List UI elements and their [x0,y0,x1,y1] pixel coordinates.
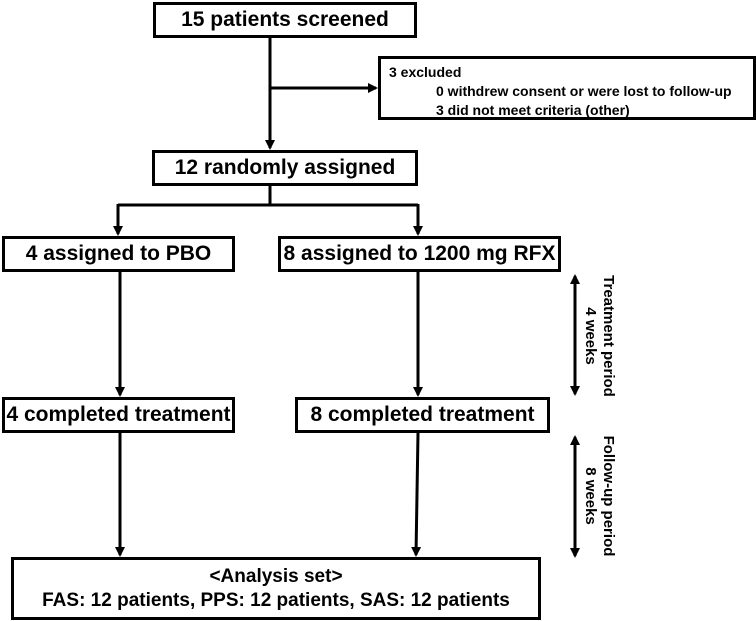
excluded-title: 3 excluded [389,64,462,80]
followup-period-label: Follow-up period 8 weeks [581,431,617,561]
treatment-period-label: Treatment period 4 weeks [581,271,617,401]
randomized-box: 12 randomly assigned [152,150,418,186]
completed-rfx-box: 8 completed treatment [295,397,550,433]
excluded-box: 3 excluded 0 withdrew consent or were lo… [378,56,756,120]
followup-period-title: Follow-up period [600,435,617,557]
excluded-reason-1: 0 withdrew consent or were lost to follo… [436,83,732,99]
screened-label: 15 patients screened [181,8,389,31]
screened-box: 15 patients screened [153,2,417,38]
analysis-set-details: FAS: 12 patients, PPS: 12 patients, SAS:… [42,589,510,611]
analysis-set-title: <Analysis set> [209,565,343,587]
rfx-arm-box: 8 assigned to 1200 mg RFX [278,236,561,272]
treatment-period-title: Treatment period [600,275,617,397]
pbo-arm-box: 4 assigned to PBO [2,236,235,272]
completed-pbo-box: 4 completed treatment [2,397,235,433]
completed-pbo-label: 4 completed treatment [6,403,231,426]
arrow-completed-rfx-to-analysis [411,432,422,557]
analysis-set-box: <Analysis set> FAS: 12 patients, PPS: 12… [11,557,541,620]
pbo-arm-label: 4 assigned to PBO [25,242,212,265]
followup-period-duration: 8 weeks [582,467,599,525]
treatment-period-duration: 4 weeks [582,307,599,365]
completed-rfx-label: 8 completed treatment [310,403,535,426]
rfx-arm-label: 8 assigned to 1200 mg RFX [283,242,556,265]
excluded-reason-2: 3 did not meet criteria (other) [436,102,630,118]
randomized-label: 12 randomly assigned [174,156,396,179]
